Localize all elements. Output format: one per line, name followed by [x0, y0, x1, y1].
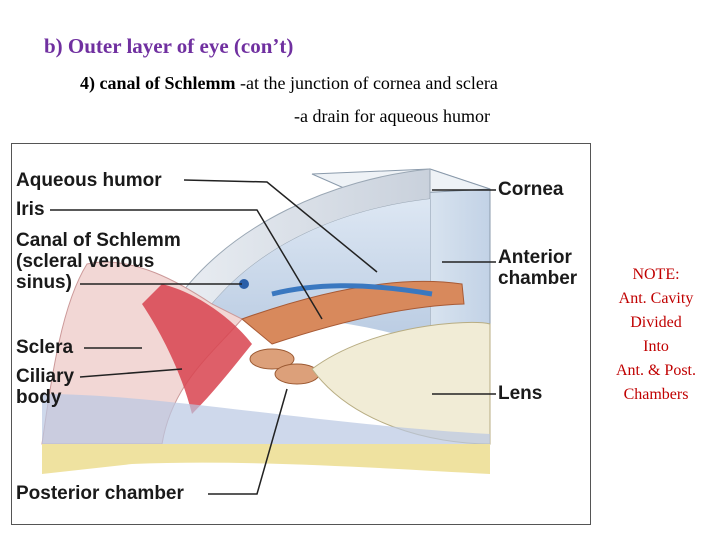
label-aqueous-humor: Aqueous humor: [16, 170, 162, 191]
label-posterior-chamber: Posterior chamber: [16, 483, 184, 504]
label-lens: Lens: [498, 383, 543, 404]
label-canal-line-3: sinus): [16, 272, 72, 293]
note-line-4: Into: [643, 338, 669, 355]
ciliary-process-2: [274, 363, 320, 385]
label-anterior-line-1: Anterior: [498, 247, 572, 268]
eye-illustration: [41, 168, 496, 495]
note-line-2: Ant. Cavity: [618, 290, 694, 307]
leader-lines: [50, 179, 496, 495]
slide-title: b) Outer layer of eye (con’t): [44, 34, 294, 58]
eye-anatomy-figure: Aqueous humor Iris Canal of Schlemm (scl…: [11, 143, 591, 525]
outer-tissue: [42, 394, 490, 444]
note-line-1: NOTE:: [632, 266, 680, 283]
canal-point: 4) canal of Schlemm -at the junction of …: [80, 73, 498, 94]
label-cornea: Cornea: [498, 179, 564, 200]
iris-shape: [241, 280, 465, 345]
label-ciliary-body: Ciliary body: [16, 366, 74, 408]
leader-ciliary: [79, 368, 183, 378]
canal-of-schlemm: [239, 279, 249, 289]
label-ciliary-line-2: body: [16, 387, 62, 408]
canal-description-1: -at the junction of cornea and sclera: [235, 73, 498, 93]
label-sclera: Sclera: [16, 337, 74, 358]
note-line-3: Divided: [630, 314, 682, 331]
leader-iris: [50, 209, 323, 320]
ciliary-muscle: [142, 284, 252, 414]
label-anterior-line-2: chamber: [498, 268, 578, 289]
label-canal-of-schlemm: Canal of Schlemm (scleral venous sinus): [16, 230, 181, 293]
note-box: NOTE: Ant. Cavity Divided Into Ant. & Po…: [598, 263, 714, 407]
note-line-6: Chambers: [623, 386, 689, 403]
label-ciliary-line-1: Ciliary: [16, 366, 75, 387]
posterior-region: [42, 444, 490, 474]
label-canal-line-1: Canal of Schlemm: [16, 230, 181, 251]
label-anterior-chamber: Anterior chamber: [498, 247, 577, 289]
leader-aqueous-humor: [183, 179, 378, 273]
canal-term: 4) canal of Schlemm: [80, 73, 236, 93]
label-canal-line-2: (scleral venous: [16, 251, 155, 272]
label-iris: Iris: [16, 199, 45, 220]
leader-posterior: [208, 388, 288, 495]
canal-description-2: -a drain for aqueous humor: [294, 106, 490, 126]
ciliary-process-1: [249, 348, 295, 370]
iris-blue-vessel: [271, 283, 433, 297]
note-line-5: Ant. & Post.: [615, 362, 696, 379]
